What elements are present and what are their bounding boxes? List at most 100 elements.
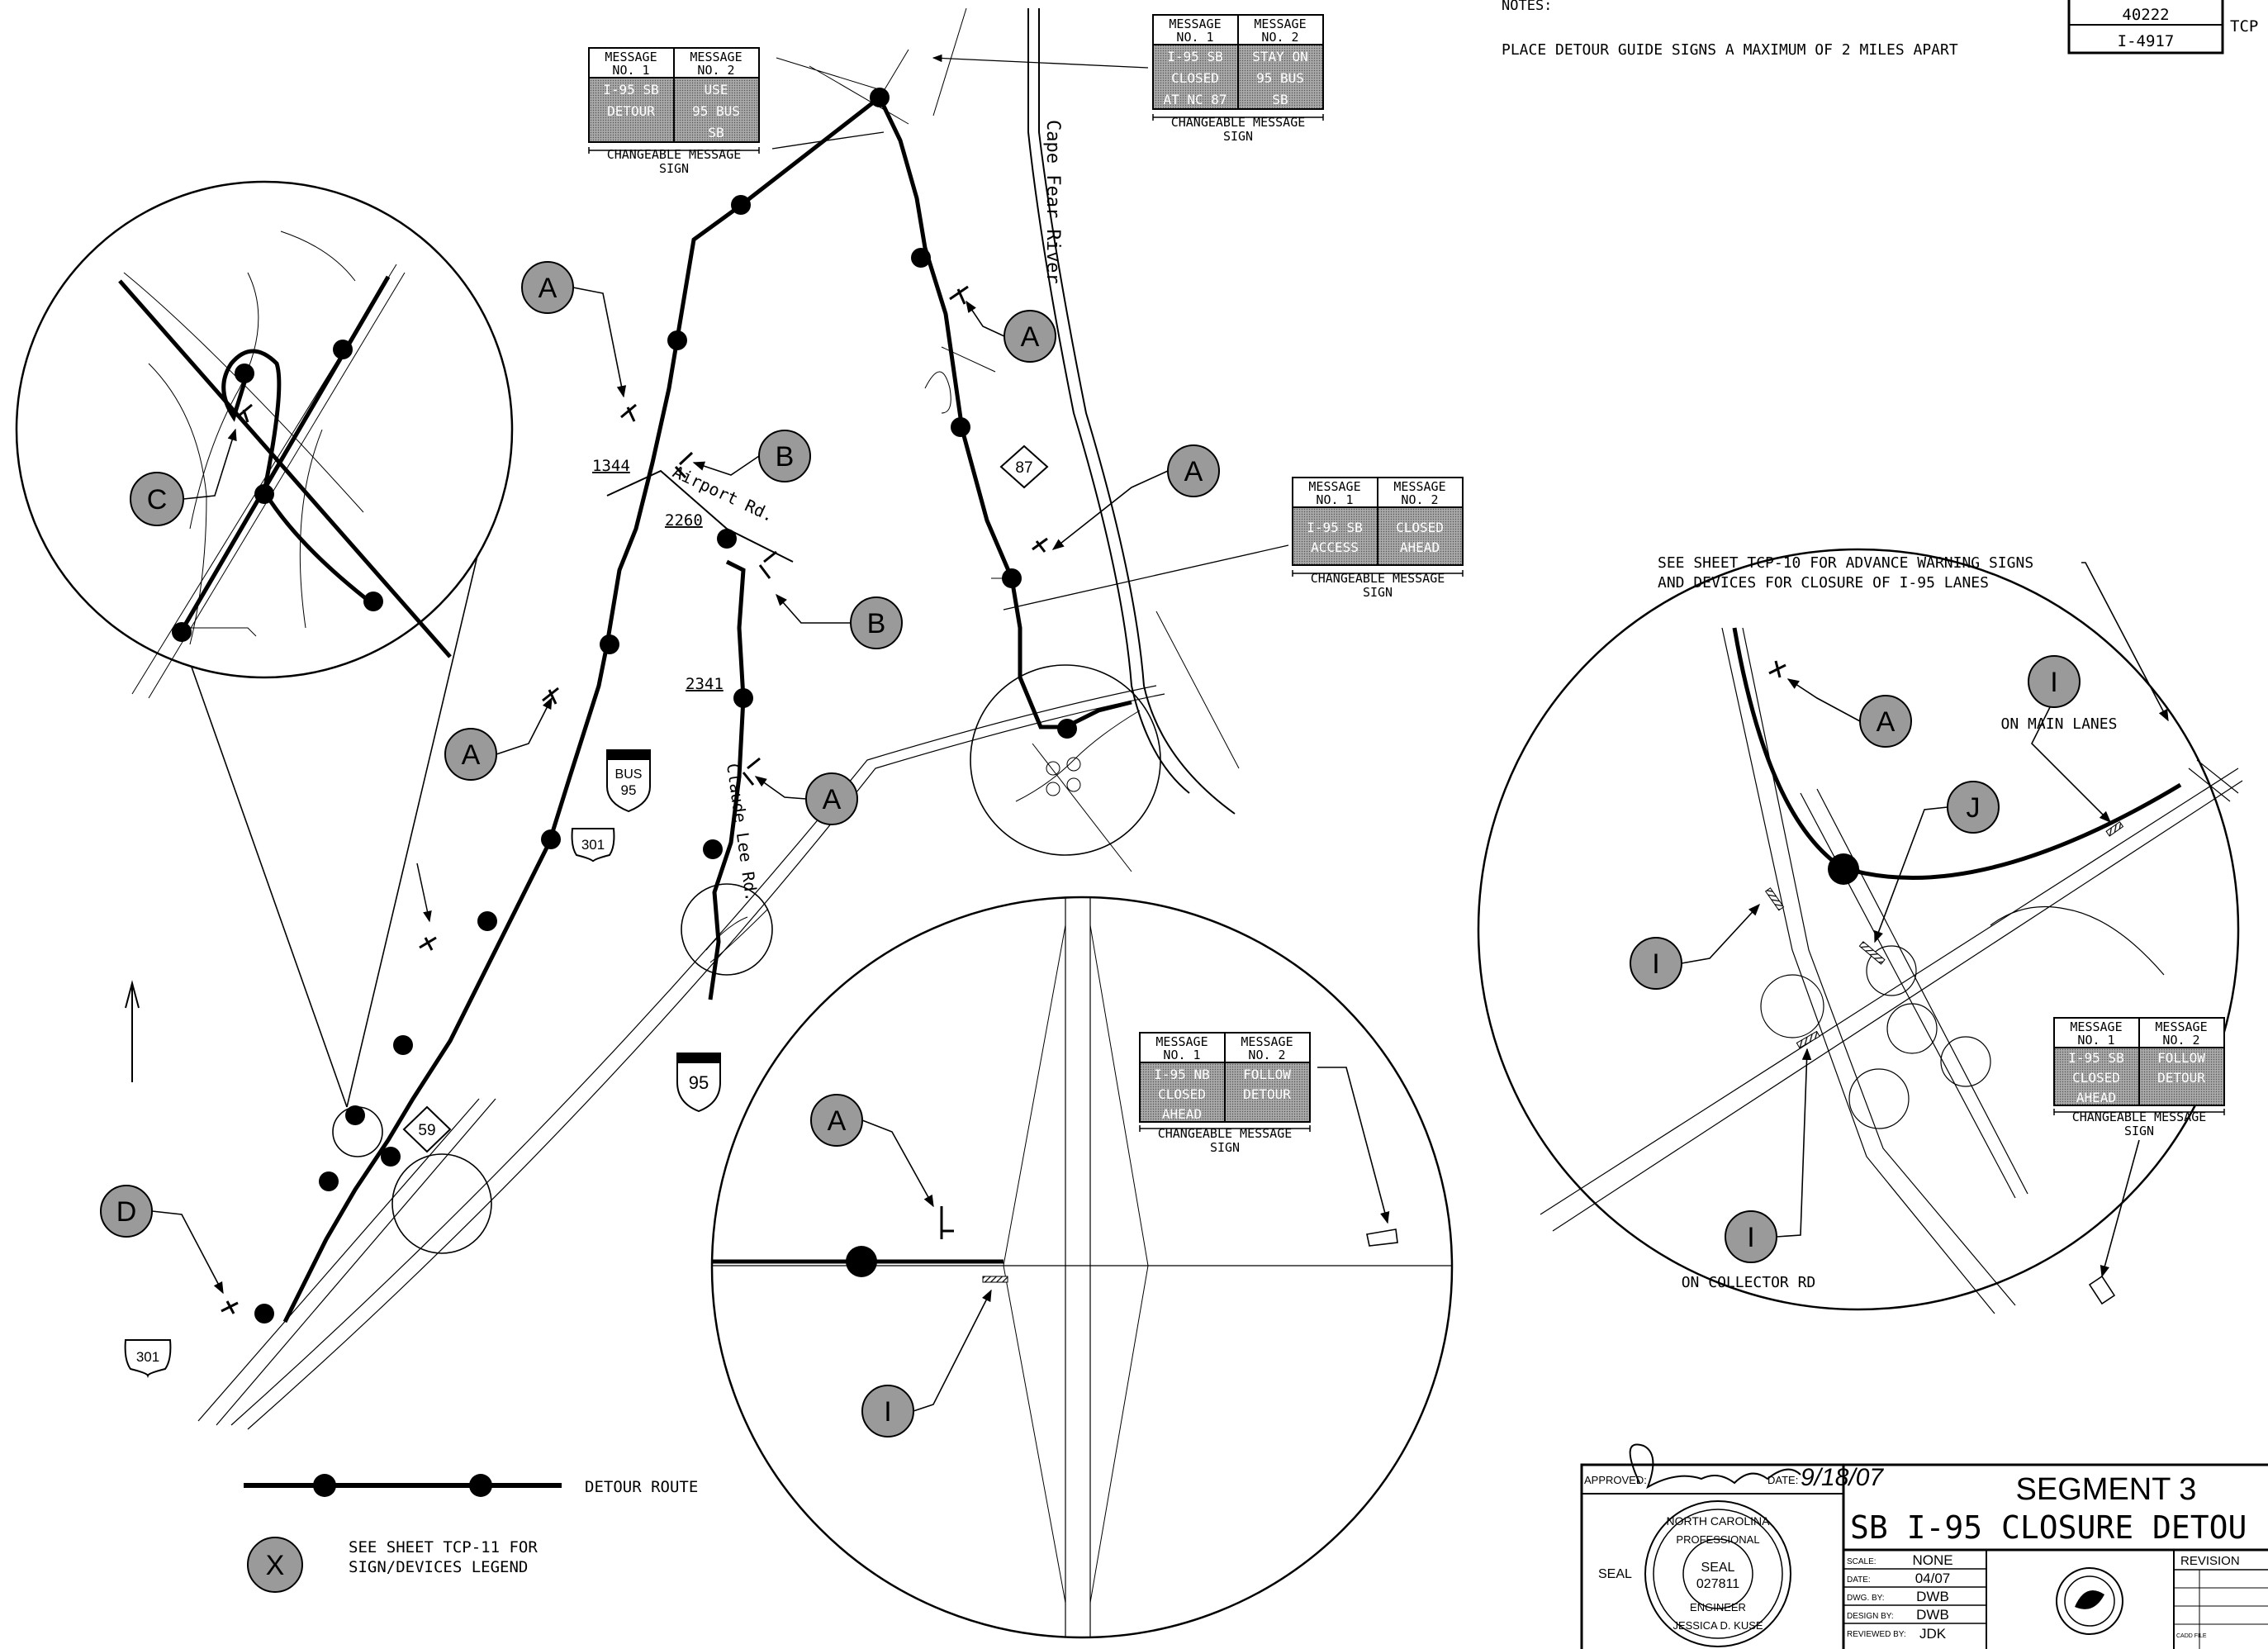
svg-text:CHANGEABLE MESSAGE: CHANGEABLE MESSAGE	[607, 147, 742, 162]
svg-text:MESSAGE: MESSAGE	[1393, 479, 1445, 494]
claude-lee-rd-label: Claude Lee Rd.	[723, 762, 762, 902]
callout-a-1: A	[521, 261, 574, 314]
svg-text:87: 87	[1015, 459, 1032, 477]
svg-text:A: A	[539, 273, 558, 304]
sr-2341-label: 2341	[686, 675, 724, 693]
seal-label: SEAL	[1598, 1567, 1632, 1581]
svg-text:MESSAGE: MESSAGE	[1155, 1034, 1208, 1049]
svg-text:95 BUS: 95 BUS	[1256, 70, 1304, 86]
svg-text:SIGN: SIGN	[1210, 1140, 1240, 1155]
svg-text:MESSAGE: MESSAGE	[1254, 17, 1306, 31]
cadd-label: CADD FILE	[2176, 1633, 2207, 1639]
revisions-label: REVISION	[2180, 1554, 2240, 1568]
detail-circle-east: A I ON MAIN LANES J I I ON COLLECTOR RD …	[1477, 548, 2243, 1314]
svg-text:NO. 1: NO. 1	[2077, 1033, 2114, 1048]
svg-text:FOLLOW: FOLLOW	[1243, 1067, 1291, 1082]
area-map: Cape Fear River	[100, 7, 1240, 1430]
svg-text:DATE:: DATE:	[1847, 1575, 1871, 1585]
segment-title: SEGMENT 3	[2016, 1472, 2197, 1507]
svg-text:AT NC 87: AT NC 87	[1163, 92, 1227, 107]
svg-text:AHEAD: AHEAD	[1162, 1106, 1202, 1122]
svg-text:I-95 NB: I-95 NB	[1154, 1067, 1209, 1082]
svg-text:A: A	[823, 784, 842, 815]
river-label: Cape Fear River	[1042, 120, 1063, 284]
svg-text:CHANGEABLE MESSAGE: CHANGEABLE MESSAGE	[1158, 1126, 1293, 1141]
callout-j: J	[1947, 781, 2000, 834]
sr-1344-label: 1344	[592, 457, 630, 475]
svg-text:FOLLOW: FOLLOW	[2157, 1050, 2205, 1066]
svg-text:04/07: 04/07	[1915, 1571, 1951, 1586]
legend-see-sheet-1: SEE SHEET TCP-11 FOR	[349, 1538, 538, 1556]
callouts-map: A B B A A A A D	[100, 261, 1220, 1295]
svg-text:D: D	[116, 1196, 137, 1228]
on-main-lanes-label: ON MAIN LANES	[2001, 715, 2118, 733]
svg-text:SIGN: SIGN	[1223, 129, 1253, 144]
advance-note-line-1: SEE SHEET TCP-10 FOR ADVANCE WARNING SIG…	[1658, 554, 2033, 572]
svg-text:NONE: NONE	[1912, 1552, 1952, 1568]
signature	[1629, 1443, 1801, 1490]
svg-text:DWB: DWB	[1916, 1607, 1949, 1623]
svg-text:CLOSED: CLOSED	[2072, 1070, 2120, 1086]
svg-text:JESSICA D. KUSE: JESSICA D. KUSE	[1673, 1619, 1763, 1632]
svg-text:301: 301	[136, 1349, 159, 1365]
svg-text:301: 301	[581, 837, 605, 853]
svg-text:ACCESS: ACCESS	[1311, 539, 1359, 555]
project-number: 40222	[2122, 6, 2169, 24]
callout-a-east: A	[1859, 695, 1912, 748]
svg-text:REVIEWED BY:: REVIEWED BY:	[1847, 1630, 1906, 1639]
sr-2260-label: 2260	[665, 511, 703, 530]
callout-b-1: B	[758, 430, 811, 482]
svg-text:A: A	[1021, 321, 1040, 353]
sheet-prefix: TCP	[2230, 17, 2258, 36]
svg-text:A: A	[828, 1105, 847, 1137]
svg-text:I: I	[1652, 948, 1659, 980]
svg-text:SIGN: SIGN	[1363, 585, 1393, 600]
legend-callout-x	[247, 1537, 303, 1593]
svg-text:AHEAD: AHEAD	[1400, 539, 1440, 555]
detail-circle-c: C	[15, 180, 514, 1108]
svg-text:CLOSED: CLOSED	[1158, 1086, 1206, 1102]
svg-text:SB: SB	[708, 125, 724, 140]
svg-text:PROFESSIONAL: PROFESSIONAL	[1676, 1533, 1759, 1546]
svg-text:95: 95	[621, 782, 637, 798]
svg-text:NORTH CAROLINA: NORTH CAROLINA	[1667, 1514, 1771, 1528]
ncdot-logo	[2056, 1567, 2123, 1635]
callout-i-main: I	[2028, 655, 2081, 708]
advance-note-line-2: AND DEVICES FOR CLOSURE OF I-95 LANES	[1658, 574, 1989, 592]
svg-text:A: A	[1184, 456, 1203, 487]
svg-text:DETOUR: DETOUR	[607, 103, 655, 119]
project-table: 40222 I-4917 TCP	[2067, 0, 2258, 55]
svg-text:DWG. BY:: DWG. BY:	[1847, 1594, 1885, 1603]
us-301-shield-south: 301	[124, 1339, 172, 1379]
svg-text:027811: 027811	[1696, 1577, 1739, 1591]
us-301-shield: 301	[571, 828, 615, 863]
svg-text:STAY ON: STAY ON	[1252, 49, 1307, 64]
svg-text:MESSAGE: MESSAGE	[1169, 17, 1221, 31]
svg-text:CLOSED: CLOSED	[1396, 520, 1444, 535]
svg-text:SEAL: SEAL	[1701, 1561, 1735, 1575]
on-collector-label: ON COLLECTOR RD	[1682, 1274, 1816, 1291]
svg-text:MESSAGE: MESSAGE	[690, 50, 742, 64]
callout-a-2: A	[1004, 310, 1056, 363]
signature-date: 9/18/07	[1801, 1464, 1884, 1491]
notes-line-1: PLACE DETOUR GUIDE SIGNS A MAXIMUM OF 2 …	[1502, 41, 1958, 59]
svg-text:59: 59	[418, 1122, 435, 1139]
svg-text:BUS: BUS	[615, 767, 643, 782]
i-95-shield: 95	[676, 1053, 721, 1113]
title-block: APPROVED: DATE: 9/18/07 SEAL NORTH CAROL…	[1580, 1443, 2268, 1649]
callout-a-south: A	[810, 1094, 863, 1147]
svg-text:NO. 1: NO. 1	[1176, 30, 1213, 45]
svg-text:USE: USE	[705, 82, 728, 97]
svg-text:SIGN: SIGN	[2124, 1124, 2154, 1138]
detour-markers	[254, 88, 1077, 1323]
svg-text:MESSAGE: MESSAGE	[1308, 479, 1360, 494]
callout-i-left: I	[1630, 937, 1682, 990]
svg-text:SCALE:: SCALE:	[1847, 1557, 1877, 1566]
svg-text:J: J	[1967, 792, 1981, 824]
svg-text:A: A	[1877, 706, 1896, 738]
svg-text:NO. 2: NO. 2	[697, 63, 734, 78]
